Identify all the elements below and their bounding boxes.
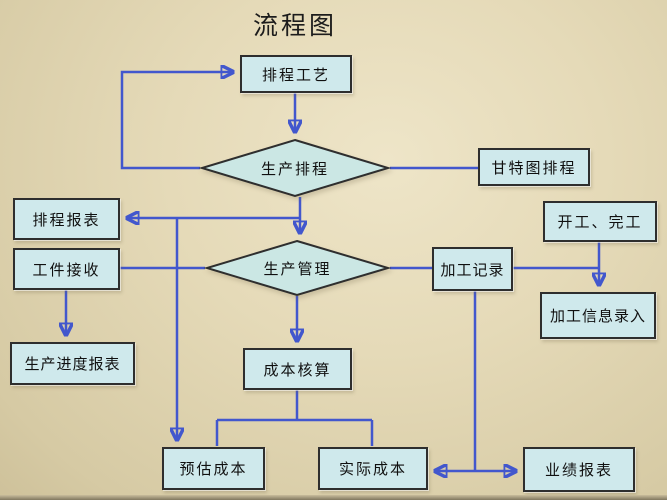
node-label: 排程报表 bbox=[32, 210, 101, 229]
node-label: 生产进度报表 bbox=[24, 355, 121, 373]
page-title: 流程图 bbox=[252, 11, 337, 40]
node-gantt-chart-scheduling: 甘特图排程 bbox=[478, 148, 590, 186]
node-performance-report: 业绩报表 bbox=[523, 447, 635, 492]
node-label: 生产排程 bbox=[260, 159, 329, 178]
edge-loop-to-scheduling-process bbox=[120, 72, 233, 170]
node-scheduling-report: 排程报表 bbox=[13, 198, 120, 240]
diamond-shape bbox=[198, 138, 392, 198]
node-label: 实际成本 bbox=[338, 460, 407, 478]
node-label: 预估成本 bbox=[179, 460, 248, 478]
node-scheduling-process: 排程工艺 bbox=[240, 55, 352, 93]
node-label: 生产管理 bbox=[263, 259, 332, 278]
edge-cost-accounting-split bbox=[215, 390, 374, 446]
node-processing-info-entry: 加工信息录入 bbox=[540, 292, 656, 339]
node-label: 加工记录 bbox=[440, 260, 505, 279]
node-label: 开工、完工 bbox=[557, 213, 643, 231]
node-production-progress-report: 生产进度报表 bbox=[10, 342, 135, 385]
diamond-shape bbox=[203, 239, 392, 297]
node-production-management: 生产管理 bbox=[203, 239, 392, 297]
slide-bottom-edge bbox=[0, 495, 667, 500]
node-workpiece-receiving: 工件接收 bbox=[13, 248, 120, 290]
node-label: 加工信息录入 bbox=[549, 307, 646, 325]
node-estimated-cost: 预估成本 bbox=[162, 447, 265, 490]
node-cost-accounting: 成本核算 bbox=[243, 348, 352, 390]
node-processing-record: 加工记录 bbox=[432, 247, 513, 291]
node-label: 工件接收 bbox=[32, 260, 101, 279]
node-label: 业绩报表 bbox=[544, 461, 613, 479]
node-label: 成本核算 bbox=[263, 360, 332, 379]
node-label: 排程工艺 bbox=[261, 65, 330, 84]
node-start-finish: 开工、完工 bbox=[543, 201, 657, 242]
node-actual-cost: 实际成本 bbox=[318, 447, 428, 490]
node-label: 甘特图排程 bbox=[491, 158, 577, 177]
node-production-scheduling: 生产排程 bbox=[198, 138, 392, 198]
